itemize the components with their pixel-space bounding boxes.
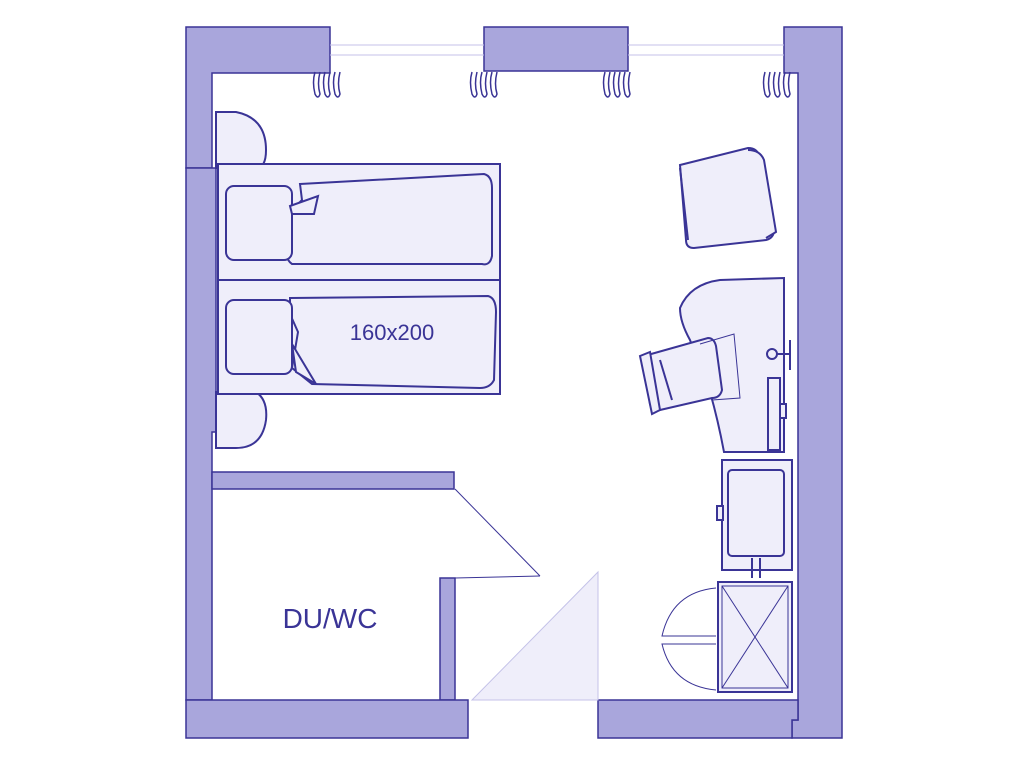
- desk-lamp: [766, 348, 778, 360]
- armchair-side: [679, 167, 689, 241]
- left-wall: [185, 167, 217, 701]
- headboard-top: [215, 111, 268, 169]
- armchair: [678, 146, 778, 250]
- bathroom-door-jamb: [439, 577, 456, 701]
- partition-wall: [211, 471, 455, 490]
- desk-surface: [678, 276, 785, 453]
- curtain-2: [469, 71, 498, 98]
- pillow-bottom: [225, 299, 293, 375]
- minibar-handle: [716, 505, 724, 521]
- wardrobe-door-swing-top: [661, 587, 717, 637]
- curtain-3: [602, 71, 631, 98]
- top-wall-middle: [483, 26, 629, 72]
- tv-screen: [767, 377, 781, 451]
- walls: [185, 26, 843, 739]
- wardrobe-inner: [721, 585, 789, 689]
- desk: [678, 276, 791, 453]
- bathroom-door-leaf: [454, 488, 541, 577]
- bed-size-label: 160x200: [350, 320, 434, 345]
- windows: [330, 44, 784, 56]
- headboard-bottom: [215, 391, 268, 449]
- wardrobe-cross-2: [721, 585, 789, 689]
- desk-chair-arm: [659, 359, 673, 401]
- pillow-top: [225, 185, 293, 261]
- entrance-door-leaf: [470, 570, 599, 701]
- desk-chair-back: [638, 350, 662, 416]
- pillow-top-fold: [288, 194, 320, 215]
- bed-group: [215, 111, 501, 449]
- curtain-4: [762, 71, 791, 98]
- curtains: [312, 71, 791, 98]
- wardrobe-door-swing-bottom: [661, 643, 717, 691]
- bottom-wall-right: [597, 699, 799, 739]
- doors: [454, 488, 717, 701]
- desk-chair-extra: [699, 333, 741, 401]
- mattress-top: [284, 172, 493, 266]
- bathroom-label: DU/WC: [283, 603, 378, 634]
- wardrobe: [717, 581, 793, 693]
- curtain-1: [312, 71, 341, 98]
- tv-stand: [779, 403, 787, 419]
- minibar: [716, 459, 793, 578]
- bathroom-door-edge: [454, 575, 541, 579]
- armchair-body: [678, 146, 776, 250]
- desk-chair: [638, 333, 741, 416]
- pillow-bottom-fold: [291, 343, 317, 385]
- bottom-wall-left: [185, 699, 469, 739]
- armchair-back: [747, 149, 778, 239]
- mattress-bottom: [289, 294, 498, 390]
- minibar-door: [727, 469, 785, 557]
